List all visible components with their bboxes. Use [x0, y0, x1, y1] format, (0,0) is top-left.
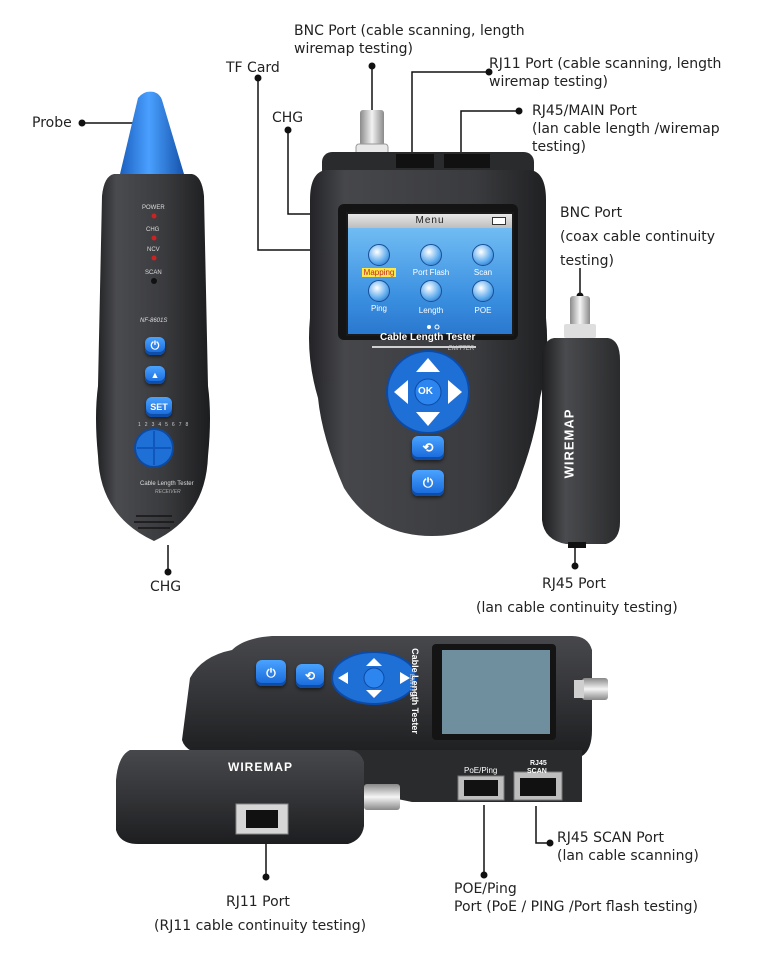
callout-rj11-bottom: RJ11 Port (RJ11 cable continuity testing… [154, 894, 367, 934]
receiver-model: NF-8601S [140, 318, 168, 324]
bottom-view-devices [116, 636, 608, 844]
port-label-rj45: RJ45 [530, 760, 547, 767]
menu-item-length[interactable]: Length [418, 306, 444, 315]
callout-poe-ping: POE/Ping Port (PoE / PING /Port flash te… [454, 881, 698, 915]
port-label-poe: PoE/Ping [464, 766, 498, 775]
rj45-main-port-top [444, 154, 490, 168]
callout-bnc-side: BNC Port (coax cable continuity testing) [560, 205, 716, 269]
dpad-down-button[interactable] [416, 406, 440, 426]
led-label-ncv: NCV [147, 247, 160, 253]
callout-chg-main: CHG [272, 110, 304, 126]
bottom-side-brand-sub: EMITTER [408, 673, 415, 701]
loop-icon: ⟲ [304, 669, 316, 683]
volume-icon: ▲ [150, 370, 160, 380]
power-icon: ⏻ [150, 339, 160, 352]
brand-underline [372, 346, 476, 348]
bottom-remote-label: WIREMAP [228, 760, 293, 774]
port-flash-icon[interactable] [420, 244, 442, 266]
port-label-scan: SCAN [527, 768, 547, 775]
remote-unit-device [542, 296, 620, 548]
callout-chg-receiver: CHG [150, 579, 182, 595]
bottom-back-button[interactable]: ⟲ [296, 664, 324, 688]
callout-probe: Probe [32, 115, 72, 131]
main-back-button[interactable]: ⟲ [412, 436, 444, 460]
screen-title: Menu [415, 215, 445, 226]
length-icon[interactable] [420, 280, 442, 302]
bnc-connector-side [570, 296, 590, 326]
receiver-set-button[interactable]: SET [146, 397, 172, 417]
bnc-connector-top [360, 110, 384, 146]
dpad-right-button[interactable] [446, 380, 466, 404]
receiver-brand: Cable Length Tester [140, 481, 194, 487]
led-label-scan: SCAN [145, 270, 162, 276]
receiver-brand-sub: RECEIVER [155, 489, 181, 495]
menu-item-port-flash[interactable]: Port Flash [412, 268, 450, 277]
probe-tip [120, 91, 184, 174]
receiver-power-button[interactable]: ⏻ [145, 337, 165, 355]
callout-bnc-top: BNC Port (cable scanning, length wiremap… [294, 23, 525, 57]
ok-button[interactable]: OK [418, 386, 433, 397]
callout-rj45-scan: RJ45 SCAN Port (lan cable scanning) [557, 830, 699, 864]
dpad-left-button[interactable] [392, 380, 412, 404]
battery-icon [492, 217, 506, 225]
bottom-power-button[interactable]: ⏻ [256, 660, 286, 686]
main-screen: Menu Mapping Port Flash Scan Ping Length… [346, 212, 514, 336]
power-icon: ⏻ [266, 665, 276, 680]
dpad-up-button[interactable] [416, 356, 440, 376]
ping-icon[interactable] [368, 280, 390, 302]
menu-item-mapping[interactable]: Mapping [361, 268, 397, 277]
page-dots [427, 324, 440, 330]
poe-icon[interactable] [472, 280, 494, 302]
main-unit-brand: Cable Length Tester [380, 332, 476, 343]
callout-rj45-main: RJ45/MAIN Port (lan cable length /wirema… [532, 103, 720, 155]
receiver-volume-button[interactable]: ▲ [145, 366, 165, 384]
power-icon: ⏻ [422, 475, 434, 490]
set-button-label: SET [150, 402, 168, 412]
main-unit-brand-sub: EMITTER [448, 346, 475, 352]
callout-tf-card: TF Card [226, 60, 280, 76]
screen-title-bar: Menu [348, 214, 512, 228]
rj11-port-top [396, 154, 434, 168]
menu-item-poe[interactable]: POE [474, 306, 492, 315]
callout-rj45-port: RJ45 Port (lan cable continuity testing) [476, 576, 678, 616]
menu-item-scan[interactable]: Scan [473, 268, 493, 277]
led-label-chg: CHG [146, 227, 160, 233]
dial-numbers: 12345678 [138, 422, 193, 428]
receiver-device [96, 91, 210, 541]
led-label-power: POWER [142, 205, 165, 211]
callout-rj11-top: RJ11 Port (cable scanning, length wirema… [489, 56, 722, 90]
loop-icon: ⟲ [422, 440, 434, 455]
scan-icon[interactable] [472, 244, 494, 266]
main-power-button[interactable]: ⏻ [412, 470, 444, 496]
remote-wiremap-label: WIREMAP [561, 408, 577, 479]
menu-item-ping[interactable]: Ping [370, 304, 387, 313]
mapping-icon[interactable] [368, 244, 390, 266]
